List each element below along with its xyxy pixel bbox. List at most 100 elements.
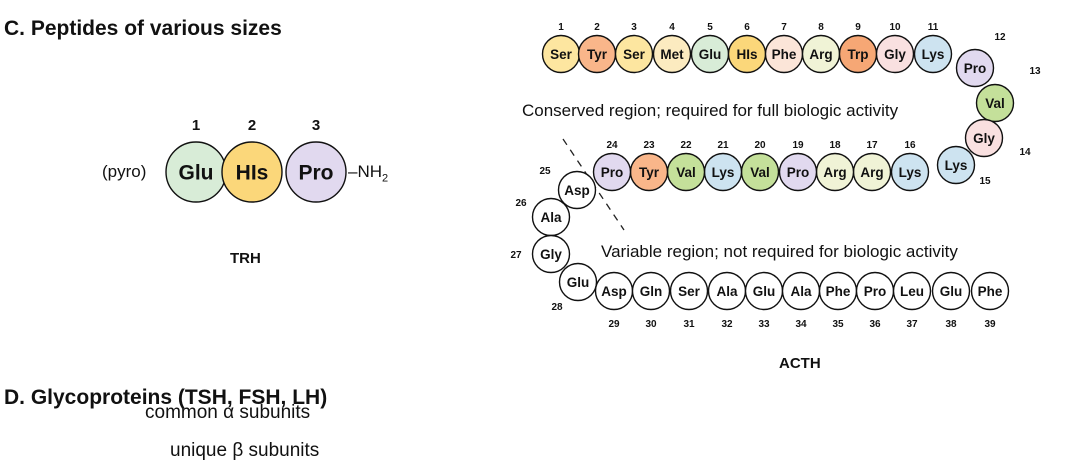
acth-residue-number: 28 [551,302,563,313]
conserved-region-label: Conserved region; required for full biol… [522,101,899,120]
acth-residue-name: Pro [601,165,624,180]
acth-residue-circle [975,83,1015,123]
acth-residue-number: 34 [795,319,807,330]
trh-residue-circle [285,141,347,203]
acth-residue-circle [875,34,915,74]
acth-residue-number: 1 [558,22,564,33]
acth-residue-circle [631,271,671,311]
acth-residue-name: Lys [922,47,945,62]
acth-residue-7: Phe 7 [764,22,804,74]
trh-amide-subscript: 2 [382,172,389,185]
acth-residue-17: Arg 17 [852,140,892,192]
trh-amide-text: –NH [348,162,383,181]
acth-residue-circle [557,170,597,210]
acth-residue-number: 18 [829,140,841,151]
acth-residue-number: 27 [510,250,522,261]
acth-residue-number: 5 [707,22,713,33]
acth-residue-number: 8 [818,22,824,33]
acth-residue-number: 15 [979,176,991,187]
acth-residue-number: 36 [869,319,881,330]
acth-residue-name: Arg [823,165,846,180]
acth-residue-36: Pro 36 [855,271,895,330]
acth-residue-1: Ser 1 [541,22,581,74]
acth-residue-name: Pro [864,284,887,299]
acth-residue-name: Ala [716,284,738,299]
acth-residue-number: 31 [683,319,695,330]
acth-residue-name: Gly [973,131,995,146]
acth-residue-name: Ala [540,210,562,225]
acth-residue-14: Gly 14 [964,118,1031,158]
acth-residue-name: Asp [601,284,627,299]
acth-residue-name: Leu [900,284,924,299]
acth-residue-name: Pro [787,165,810,180]
acth-residue-number: 7 [781,22,787,33]
acth-residue-name: Tyr [587,47,608,62]
acth-residue-name: HIs [736,47,757,62]
acth-residue-number: 25 [539,166,551,177]
acth-residue-name: Ala [790,284,812,299]
trh-residue-name: HIs [236,162,269,185]
acth-residue-number: 2 [594,22,600,33]
acth-residue-circle [892,271,932,311]
acth-residue-number: 4 [669,22,675,33]
acth-residue-name: Gln [640,284,663,299]
acth-residue-number: 3 [631,22,637,33]
unique-beta-subunits: unique β subunits [170,440,320,461]
trh-residue-name: Pro [298,162,333,185]
acth-residue-number: 16 [904,140,916,151]
trh-residue-3: Pro 3 [285,117,347,203]
acth-residue-34: Ala 34 [781,271,821,330]
trh-caption: TRH [230,250,261,267]
acth-peptide: Ser1Tyr2Ser3Met4Glu5HIs6Phe7Arg8Trp9Gly1… [510,22,1041,330]
acth-residue-name: Lys [712,165,735,180]
acth-residue-name: Glu [699,47,722,62]
acth-residue-name: Arg [860,165,883,180]
acth-residue-name: Phe [826,284,851,299]
acth-residue-circle [970,271,1010,311]
acth-residue-name: Val [676,165,696,180]
variable-region-label: Variable region; not required for biolog… [601,242,958,261]
acth-residue-number: 20 [754,140,766,151]
acth-residue-21: Lys 21 [703,140,743,192]
section-d-heading: D. Glycoproteins (TSH, FSH, LH) [4,386,328,409]
acth-residue-number: 38 [945,319,957,330]
section-c-heading: C. Peptides of various sizes [4,17,282,40]
acth-residue-35: Phe 35 [818,271,858,330]
acth-residue-name: Tyr [639,165,660,180]
acth-residue-name: Phe [772,47,797,62]
common-alpha-subunits: common α subunits [145,402,311,423]
acth-residue-number: 9 [855,22,861,33]
acth-residue-name: Ser [550,47,573,62]
acth-residue-number: 21 [717,140,729,151]
acth-residue-circle [531,234,571,274]
acth-residue-name: Gly [540,247,562,262]
acth-residue-name: Glu [753,284,776,299]
acth-residue-circle [913,34,953,74]
acth-residue-number: 32 [721,319,733,330]
acth-residue-number: 35 [832,319,844,330]
acth-residue-number: 14 [1019,147,1031,158]
acth-residue-circle [669,271,709,311]
acth-residue-number: 17 [866,140,878,151]
trh-residue-number: 3 [312,117,320,134]
trh-pyro-prefix: (pyro) [102,162,147,181]
